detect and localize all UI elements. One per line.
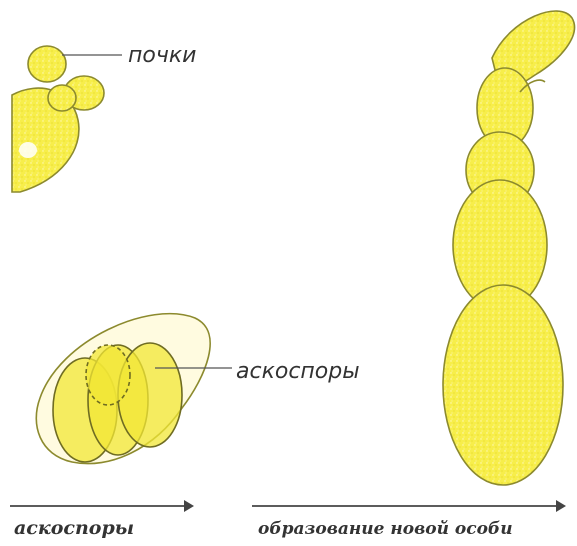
ascospore-4 <box>86 345 130 405</box>
bud-cell-1 <box>28 46 66 82</box>
arrow-right <box>252 500 566 512</box>
ascus <box>36 314 210 464</box>
ascospores-label: аскоспоры <box>236 359 360 384</box>
arrow-left <box>10 500 194 512</box>
new-individual <box>443 11 574 485</box>
nucleus <box>19 142 37 158</box>
arrow-right-label: образование новой особи <box>258 519 513 539</box>
ascospore-3 <box>118 343 182 447</box>
bud-cell-3 <box>48 85 76 111</box>
budding-cells <box>12 46 104 192</box>
segment-4 <box>443 285 563 485</box>
buds-label: почки <box>128 43 196 68</box>
arrow-left-label: аскоспоры <box>14 517 134 539</box>
